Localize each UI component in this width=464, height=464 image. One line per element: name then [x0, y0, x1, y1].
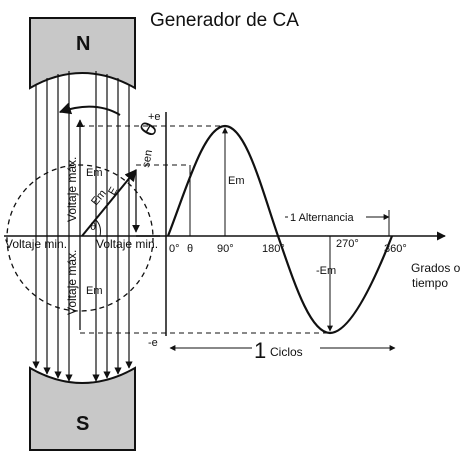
alternation-label: 1 Alternancia — [290, 212, 354, 224]
tick-90: 90° — [217, 243, 234, 255]
sen-label: sen — [140, 149, 155, 169]
minus-e-label: -e — [148, 337, 158, 349]
tick-270: 270° — [336, 238, 359, 250]
voltage-min-right-label: Voltaje min. — [96, 237, 158, 251]
voltage-min-left-label: Voltaje min. — [5, 237, 67, 251]
cycles-word: Ciclos — [270, 345, 303, 359]
em-label-upper: Em — [86, 167, 103, 179]
axis-label-line2: tiempo — [412, 276, 448, 290]
axis-label-line1: Grados o — [411, 261, 461, 275]
theta-small-label: θ — [90, 221, 96, 233]
tick-theta: θ — [187, 243, 193, 255]
tick-180: 180° — [262, 243, 285, 255]
theta-arc — [95, 219, 101, 237]
em-positive-label: Em — [228, 175, 245, 187]
plus-e-label: +e — [148, 111, 161, 123]
diagram-title: Generador de CA — [150, 10, 299, 31]
magnetic-field-lines — [32, 71, 133, 382]
south-pole-label: S — [76, 413, 89, 435]
cycles-number: 1 — [254, 338, 266, 363]
tick-0: 0° — [169, 243, 180, 255]
em-label-lower: Em — [86, 285, 103, 297]
tick-360: 360° — [384, 243, 407, 255]
voltage-max-upper-label: Voltaje máx. — [65, 157, 79, 222]
em-negative-label: -Em — [316, 265, 336, 277]
sine-wave — [166, 124, 394, 335]
rotation-arrow — [58, 102, 121, 116]
dashed-guides — [80, 125, 330, 334]
south-pole — [29, 366, 136, 451]
em-vector — [81, 169, 137, 237]
voltage-max-lower-label: Voltaje máx. — [65, 250, 79, 315]
north-pole-label: N — [76, 33, 90, 55]
